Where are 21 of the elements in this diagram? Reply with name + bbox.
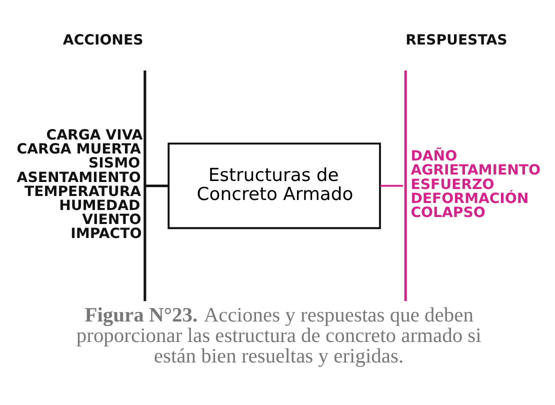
- connector: [380, 184, 404, 187]
- node-label: ACCIONES: [62, 32, 144, 49]
- node-label: TEMPERATURA: [24, 184, 142, 200]
- node-label: DAÑO: [410, 148, 458, 165]
- node-label: ESFUERZO: [410, 176, 494, 193]
- node-label: CARGA VIVA: [46, 127, 143, 144]
- node-label: VIENTO: [82, 212, 142, 228]
- node-label: AGRIETAMIENTO: [410, 162, 541, 179]
- node-box: [144, 70, 146, 302]
- node-label: SISMO: [88, 156, 140, 172]
- node-label: CARGA MUERTA: [16, 142, 141, 158]
- node-box: Estructuras de Concreto Armado: [168, 142, 381, 230]
- connector: [146, 184, 168, 188]
- node-label: COLAPSO: [410, 204, 486, 221]
- node-label: HUMEDAD: [59, 198, 140, 214]
- node-label: ASENTAMIENTO: [16, 170, 141, 186]
- node-label: DEFORMACIÓN: [410, 190, 529, 207]
- node-box: [404, 70, 407, 302]
- node-label: RESPUESTAS: [406, 32, 508, 49]
- node-label: IMPACTO: [70, 226, 142, 242]
- caption: Figura N°23. Acciones y respuestas que deben proporcionar las estructura de concreto armado si están bien resueltas y erigidas.: [76, 304, 482, 368]
